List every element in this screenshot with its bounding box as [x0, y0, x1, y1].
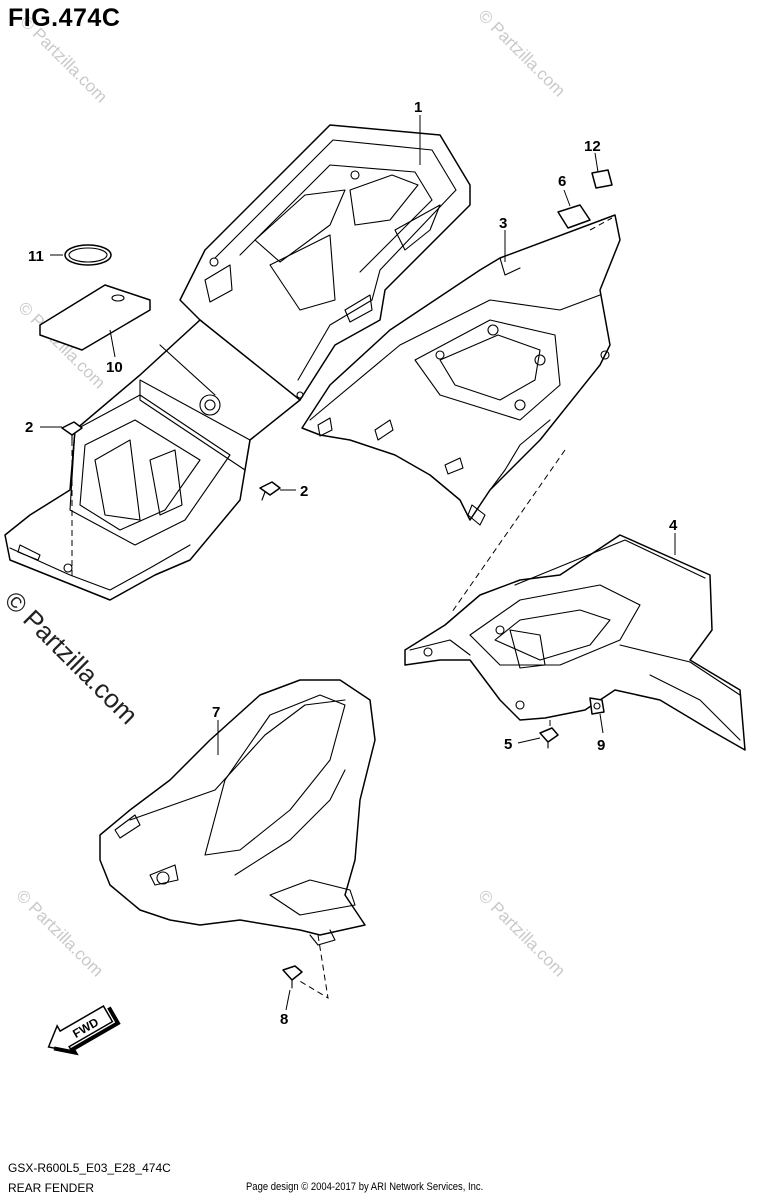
part-6-cushion[interactable]	[557, 204, 591, 229]
part-3-rear-fender-panel[interactable]	[301, 214, 621, 526]
callout-9: 9	[597, 737, 605, 754]
page-credit: Page design © 2004-2017 by ARI Network S…	[246, 1181, 484, 1193]
callout-4: 4	[669, 517, 678, 534]
part-10-pad[interactable]	[39, 284, 151, 351]
part-7-front-fender[interactable]	[99, 679, 376, 946]
part-4-inner-fender[interactable]	[404, 534, 746, 751]
callout-8: 8	[280, 1011, 288, 1028]
callout-5: 5	[504, 736, 512, 753]
callout-2: 2	[25, 419, 33, 436]
callout-12: 12	[584, 138, 601, 155]
callout-7: 7	[212, 704, 220, 721]
section-name: REAR FENDER	[8, 1181, 95, 1195]
callout-11: 11	[28, 248, 44, 265]
fwd-arrow-icon: FWD	[47, 1005, 121, 1056]
part-1-fender-tray[interactable]	[4, 319, 301, 601]
part-9-nut[interactable]	[589, 697, 605, 715]
part-8-bolt[interactable]	[282, 965, 303, 989]
part-1-rear-fender-frame[interactable]	[179, 124, 471, 401]
figure-code: GSX-R600L5_E03_E28_474C	[8, 1161, 171, 1175]
callout-2: 2	[300, 483, 308, 500]
figure-title: FIG.474C	[8, 4, 121, 32]
callout-3: 3	[499, 215, 507, 232]
part-11-ring[interactable]	[64, 244, 112, 266]
part-12-cushion[interactable]	[591, 169, 613, 189]
part-2-bolt[interactable]	[259, 481, 281, 501]
callout-1: 1	[414, 99, 422, 116]
callout-10: 10	[106, 359, 123, 376]
part-5-bolt[interactable]	[539, 727, 559, 749]
callout-6: 6	[558, 173, 566, 190]
part-2-bolt[interactable]	[61, 421, 83, 441]
